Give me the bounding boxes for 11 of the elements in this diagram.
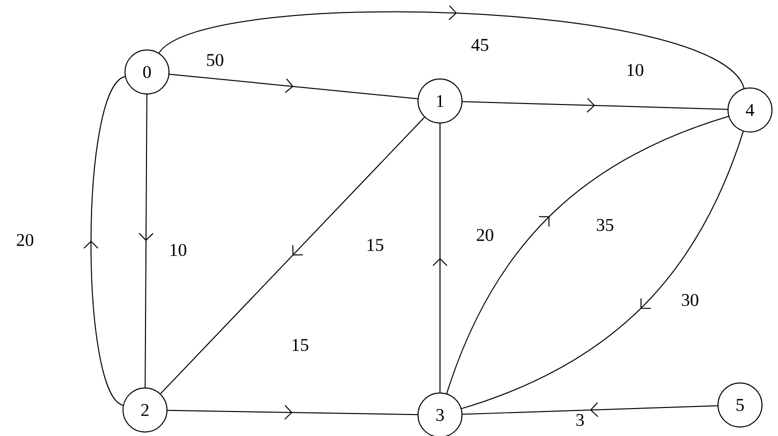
edge-label: 35 bbox=[595, 218, 615, 232]
edge-label: 30 bbox=[680, 292, 700, 308]
edge-label: 3 bbox=[574, 412, 586, 427]
edge-label: 45 bbox=[470, 38, 490, 52]
edge-label: 20 bbox=[475, 228, 495, 242]
edge-label: 10 bbox=[168, 242, 188, 258]
edge-label: 10 bbox=[625, 62, 645, 78]
edge-label: 15 bbox=[365, 238, 385, 252]
edge-label: 15 bbox=[290, 338, 310, 352]
edge-label: 50 bbox=[205, 52, 225, 68]
edge-label: 20 bbox=[15, 232, 35, 248]
